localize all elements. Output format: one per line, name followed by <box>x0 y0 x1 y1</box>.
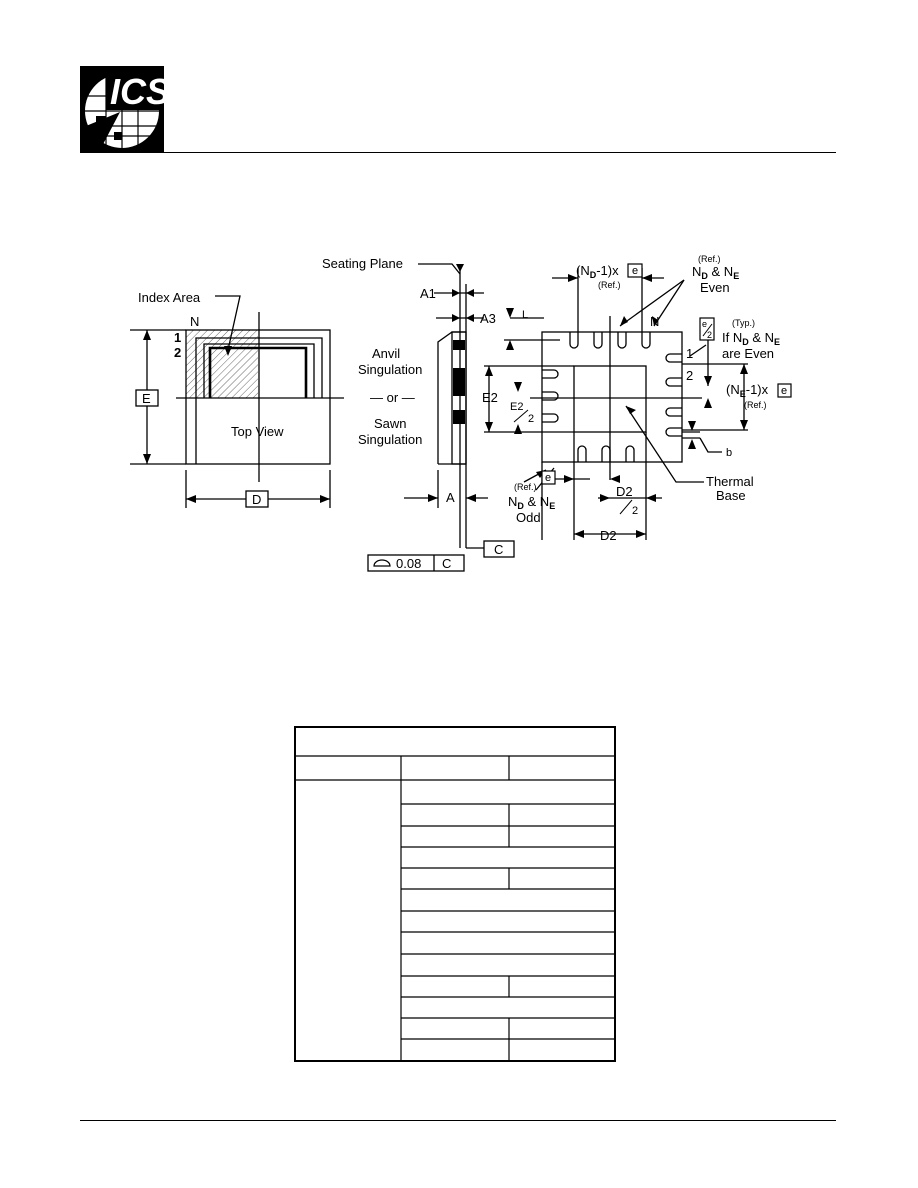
svg-text:(NE-1)x: (NE-1)x <box>726 382 769 399</box>
or-label: — or — <box>370 390 415 405</box>
anvil-singulation-label: Singulation <box>358 362 422 377</box>
are-even-label: are Even <box>722 346 774 361</box>
ref-right-pitch: (Ref.) <box>744 400 767 410</box>
ics-logo: ICS <box>80 66 164 152</box>
pin-2-label: 2 <box>174 345 181 360</box>
seating-plane-label: Seating Plane <box>322 256 403 271</box>
if-amp: & N <box>749 330 774 345</box>
a3-label: A3 <box>480 311 496 326</box>
datum-c-label: C <box>494 542 503 557</box>
pin-n-label: N <box>190 314 199 329</box>
base-label: Base <box>716 488 746 503</box>
typ-label: (Typ.) <box>732 318 755 328</box>
even-n: N <box>692 264 701 279</box>
l-label: L <box>522 309 528 321</box>
ne-pitch-sub: E <box>740 389 746 399</box>
svg-text:(ND-1)x: (ND-1)x <box>576 263 619 280</box>
flatness-datum: C <box>442 556 451 571</box>
sawn-singulation-label: Singulation <box>358 432 422 447</box>
thermal-label: Thermal <box>706 474 754 489</box>
svg-text:ND & NE: ND & NE <box>508 494 555 511</box>
if-n: If N <box>722 330 742 345</box>
e-box-right: e <box>781 385 787 397</box>
ne-pitch-open: (N <box>726 382 740 397</box>
b-label: b <box>726 447 732 459</box>
dim-a-label: A <box>446 490 455 505</box>
even-d: D <box>701 271 708 281</box>
ref-top-pitch: (Ref.) <box>598 280 621 290</box>
ne-pitch-close: -1)x <box>746 382 769 397</box>
nd-pitch-close: -1)x <box>596 263 619 278</box>
odd-d: D <box>517 501 524 511</box>
svg-text:If ND & NE: If ND & NE <box>722 330 780 347</box>
logo-text: ICS <box>110 71 164 112</box>
svg-text:ND & NE: ND & NE <box>692 264 739 281</box>
ref-nd-ne-even: (Ref.) <box>698 254 721 264</box>
package-drawing: Index Area N 1 2 E Top View D Seating Pl… <box>130 254 792 572</box>
e-box-bottom: e <box>545 472 551 484</box>
e2-half-den: 2 <box>528 413 534 425</box>
odd-amp: & N <box>524 494 549 509</box>
if-d: D <box>742 337 749 347</box>
n-bottom-label: N <box>650 314 659 329</box>
e2-half-num: E2 <box>510 401 523 413</box>
dim-d-label: D <box>252 492 261 507</box>
index-area-hatch <box>186 330 258 398</box>
odd-n: N <box>508 494 517 509</box>
side-2-label: 2 <box>686 368 693 383</box>
d2-label: D2 <box>600 528 617 543</box>
side-1-label: 1 <box>686 346 693 361</box>
even-label: Even <box>700 280 730 295</box>
odd-label: Odd <box>516 510 541 525</box>
anvil-label: Anvil <box>372 346 400 361</box>
dim-e-label: E <box>142 391 151 406</box>
a1-label: A1 <box>420 286 436 301</box>
footer-rule <box>80 1120 836 1121</box>
nd-pitch-open: (N <box>576 263 590 278</box>
if-e: E <box>774 337 780 347</box>
header-rule <box>80 152 836 153</box>
dimension-table <box>294 726 616 1062</box>
e2-label: E2 <box>482 390 498 405</box>
d2-half-num: D2 <box>616 484 633 499</box>
ref-bottom: (Ref.) <box>514 482 537 492</box>
sawn-label: Sawn <box>374 416 407 431</box>
e-box-top: e <box>632 265 638 277</box>
odd-e: E <box>549 501 555 511</box>
even-e: E <box>733 271 739 281</box>
e-over-2-num: e <box>702 319 707 329</box>
nd-pitch-sub: D <box>590 270 597 280</box>
pin-1-label: 1 <box>174 330 181 345</box>
e-over-2-den: 2 <box>707 330 712 340</box>
top-view-label: Top View <box>231 424 284 439</box>
d2-half-den: 2 <box>632 505 638 517</box>
flatness-value: 0.08 <box>396 556 421 571</box>
index-area-label: Index Area <box>138 290 201 305</box>
bottom-view-outline <box>541 331 683 463</box>
even-amp: & N <box>708 264 733 279</box>
